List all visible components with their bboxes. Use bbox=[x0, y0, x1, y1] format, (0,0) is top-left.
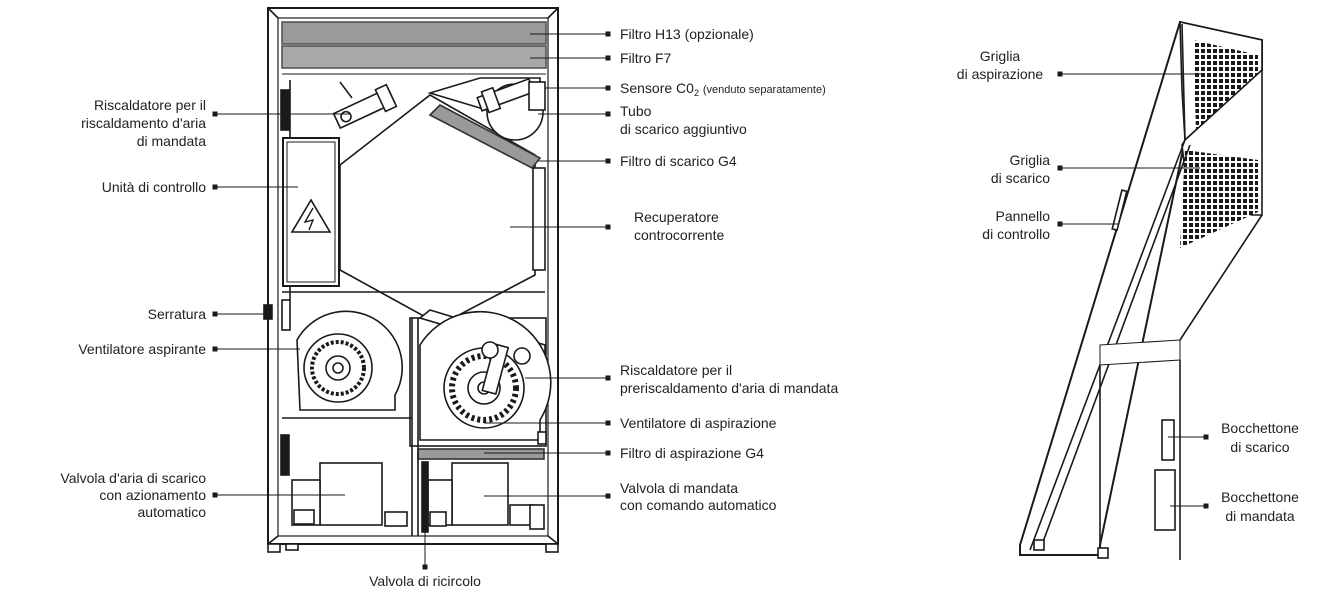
label-valvola-mandata-1: Valvola di mandata bbox=[620, 480, 739, 496]
unit-side-view bbox=[1019, 20, 1263, 560]
label-griglia-sca-2: di scarico bbox=[990, 170, 1050, 186]
label-valvola-scarico-3: automatico bbox=[137, 504, 206, 520]
leader-lines bbox=[212, 31, 1209, 570]
filter-h13 bbox=[281, 21, 547, 45]
label-valvola-scarico-2: con azionamento bbox=[99, 487, 206, 503]
filter-exhaust bbox=[428, 104, 542, 170]
label-bocch-sca-1: Bocchettone bbox=[1221, 420, 1299, 436]
label-valvola-mandata-2: con comando automatico bbox=[620, 497, 777, 513]
filter-intake bbox=[417, 448, 545, 460]
label-bocch-man-2: di mandata bbox=[1225, 508, 1295, 524]
supply-damper bbox=[451, 462, 509, 526]
label-tubo-2: di scarico aggiuntivo bbox=[620, 121, 747, 137]
label-filtro-aspirazione: Filtro di aspirazione G4 bbox=[620, 445, 764, 461]
label-sensore-sub: 2 bbox=[693, 88, 699, 98]
label-griglia-asp-2: di aspirazione bbox=[956, 66, 1044, 82]
label-risc-mandata-1: Riscaldatore per il bbox=[93, 97, 206, 113]
label-bocch-man-1: Bocchettone bbox=[1221, 489, 1299, 505]
label-valvola-scarico-1: Valvola d'aria di scarico bbox=[60, 470, 206, 486]
supply-spigot bbox=[1154, 469, 1176, 531]
exhaust-spigot bbox=[1161, 419, 1175, 461]
label-pannello-2: di controllo bbox=[982, 226, 1050, 242]
unit-front-view bbox=[263, 7, 559, 553]
label-risc-pre-2: preriscaldamento d'aria di mandata bbox=[620, 380, 839, 396]
fan-supply bbox=[419, 310, 552, 441]
filter-f7 bbox=[281, 45, 547, 69]
exhaust-damper bbox=[319, 462, 383, 526]
label-sensore-co2: Sensore C02 (venduto separatamente) bbox=[620, 80, 826, 101]
label-filtro-scarico: Filtro di scarico G4 bbox=[620, 153, 737, 169]
label-sensore-note: (venduto separatamente) bbox=[702, 84, 826, 96]
label-griglia-sca-1: Griglia bbox=[1009, 152, 1050, 168]
label-filtro-h13: Filtro H13 (opzionale) bbox=[620, 26, 754, 42]
fan-extract bbox=[296, 310, 403, 411]
label-filtro-f7: Filtro F7 bbox=[620, 50, 672, 66]
label-risc-pre-1: Riscaldatore per il bbox=[620, 362, 733, 378]
label-valvola-ricircolo: Valvola di ricircolo bbox=[369, 573, 481, 589]
heater-top bbox=[332, 83, 398, 130]
label-pannello-1: Pannello bbox=[995, 208, 1051, 224]
label-recuperatore-2: controcorrente bbox=[634, 227, 725, 243]
label-tubo-1: Tubo bbox=[620, 103, 652, 119]
label-griglia-asp-1: Griglia bbox=[979, 48, 1021, 64]
label-risc-mandata-3: di mandata bbox=[136, 133, 206, 149]
label-sensore-main: Sensore C0 bbox=[620, 80, 694, 96]
label-unita-controllo: Unità di controllo bbox=[101, 179, 206, 195]
label-risc-mandata-2: riscaldamento d'aria bbox=[81, 115, 206, 131]
label-recuperatore-1: Recuperatore bbox=[634, 209, 719, 225]
label-bocch-sca-2: di scarico bbox=[1230, 439, 1290, 455]
label-vent-aspirazione: Ventilatore di aspirazione bbox=[620, 415, 777, 431]
label-vent-aspirante: Ventilatore aspirante bbox=[78, 341, 206, 357]
label-serratura: Serratura bbox=[147, 306, 206, 322]
